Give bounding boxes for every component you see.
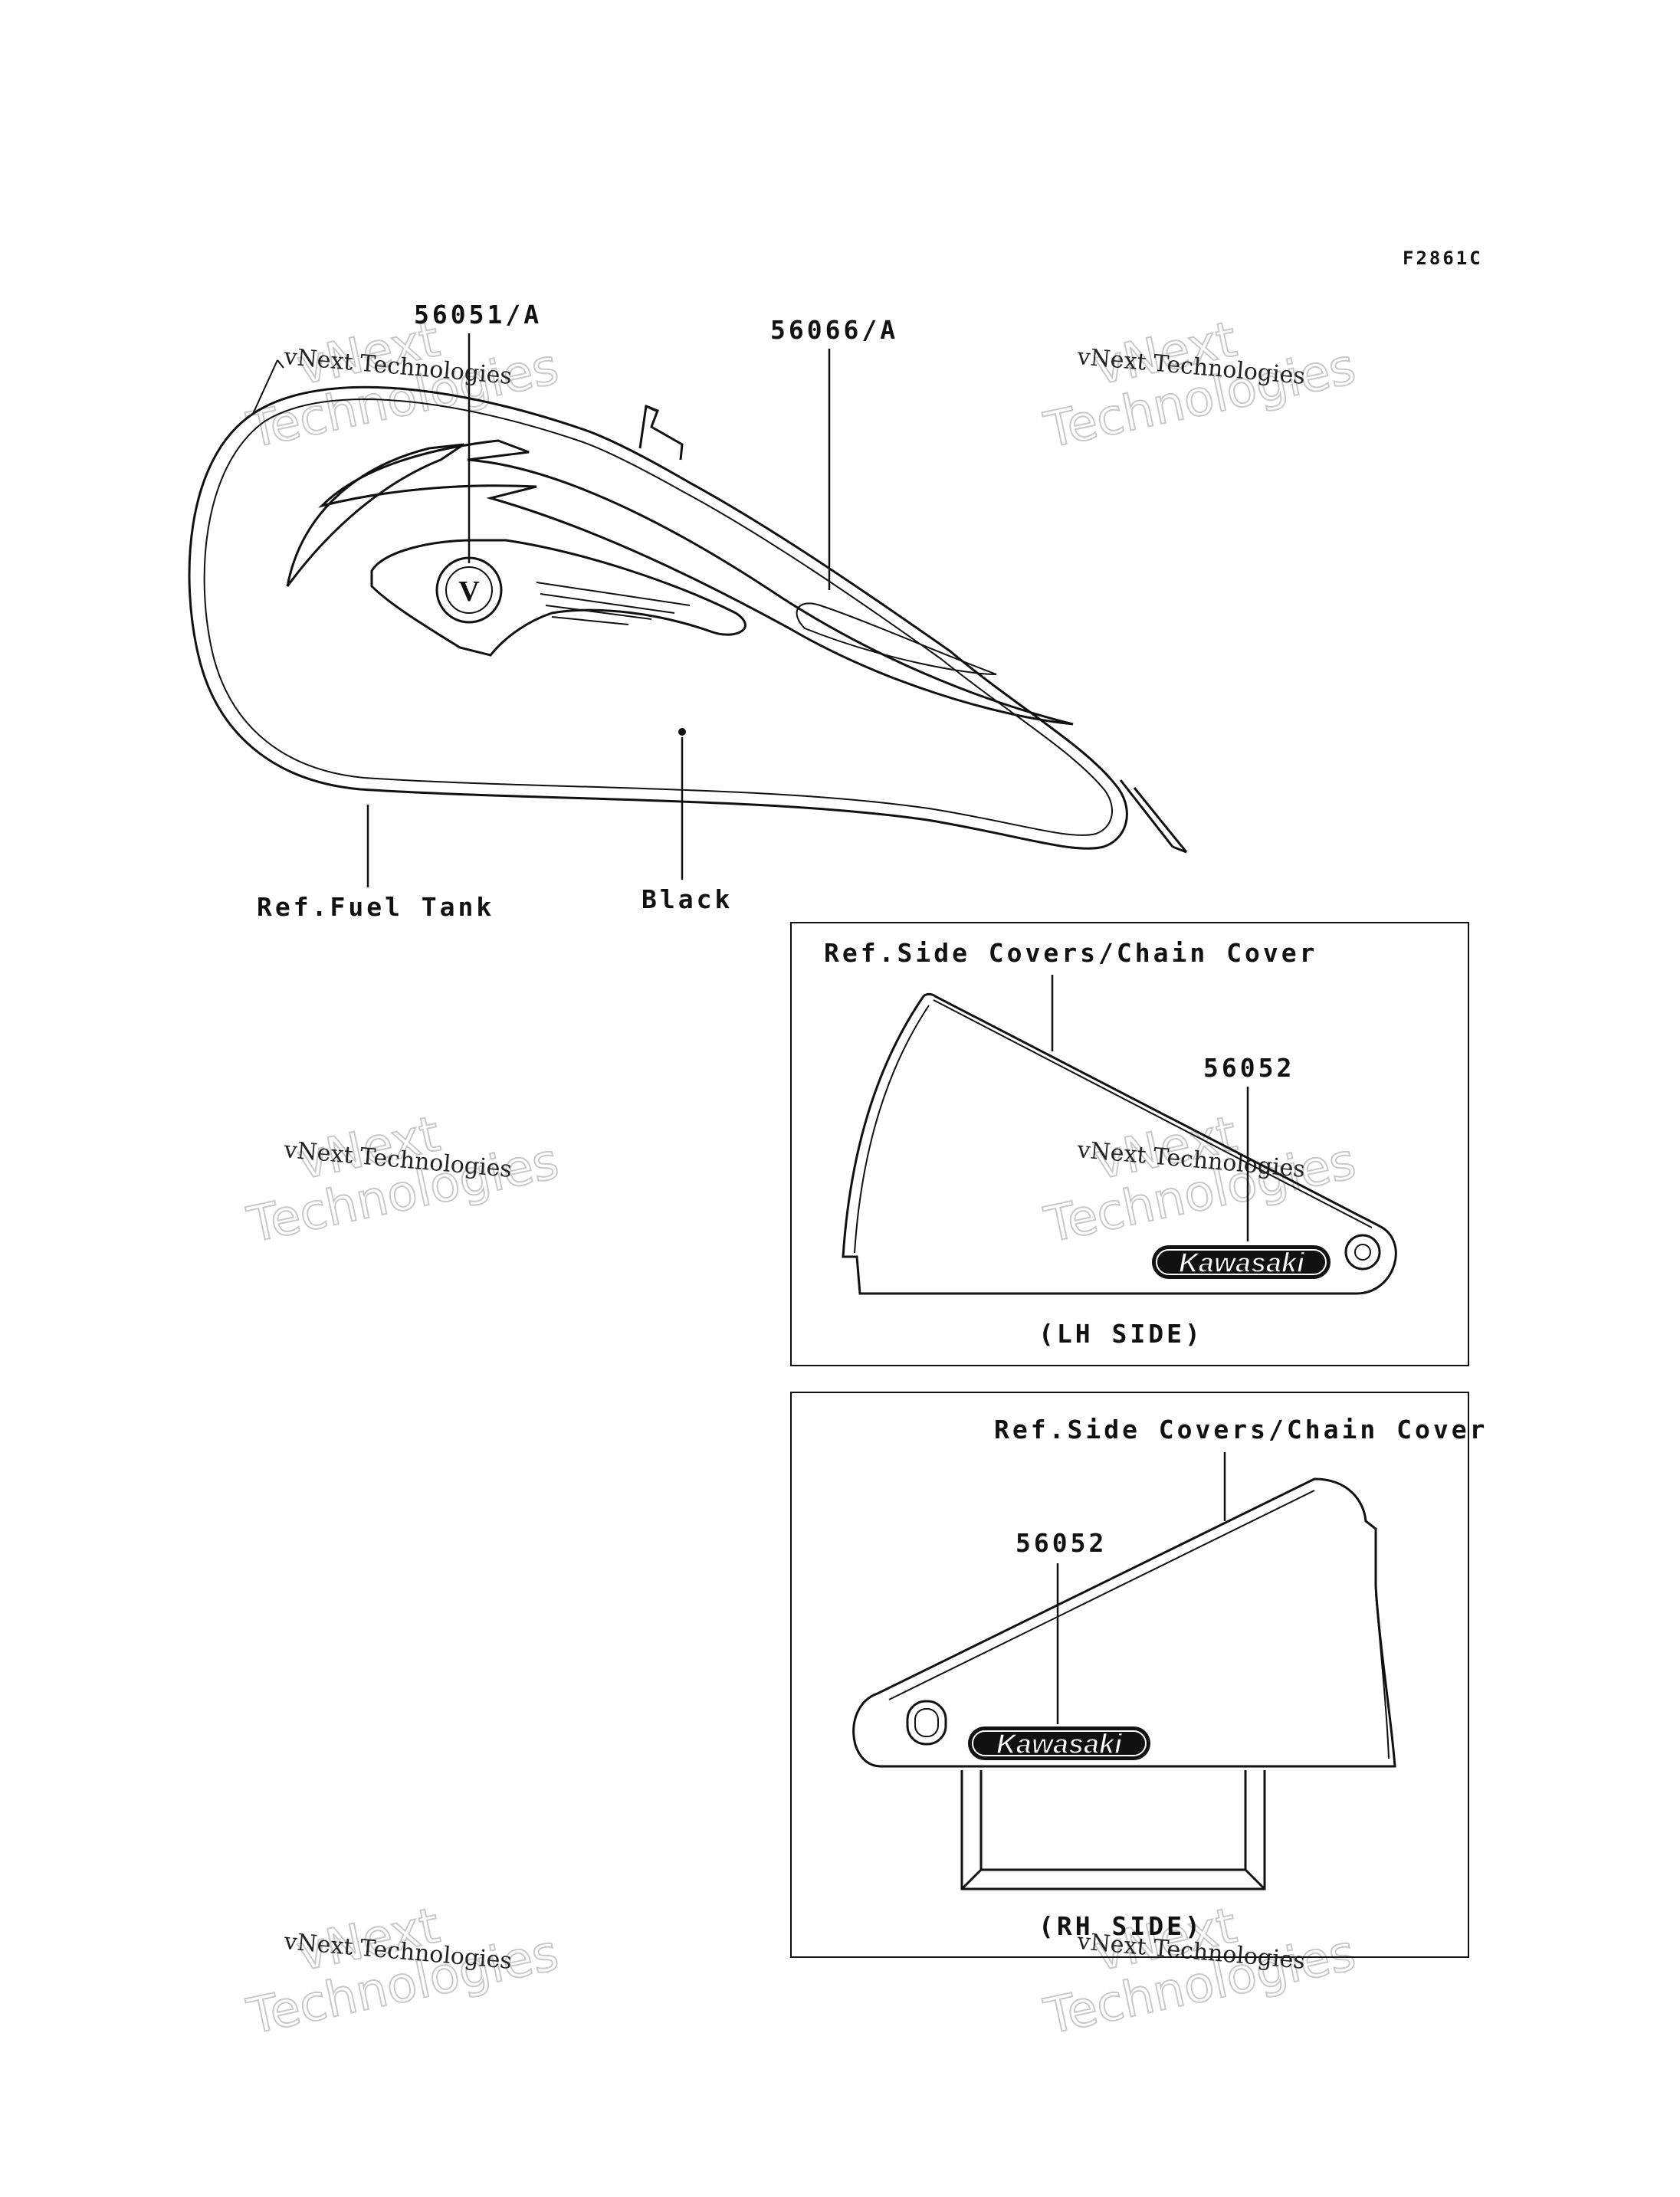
fuel-tank-outline: [188, 385, 1128, 850]
watermark-bottom-right: vNext Technologies vNext Technologies: [1039, 1897, 1361, 2047]
rh-side-cover-inner: [888, 1490, 1390, 1759]
watermark-middle-right: vNext Technologies vNext Technologies: [1039, 1105, 1362, 1255]
rh-kawasaki-badge-inner: [972, 1730, 1147, 1756]
rh-bolt-hole-outer: [906, 1700, 947, 1746]
lh-kawasaki-badge-inner: [1156, 1249, 1327, 1275]
watermark-top-right: vNext Technologies vNext Technologies: [1039, 310, 1361, 461]
lh-bolt-hole-outer: [1344, 1234, 1381, 1271]
lh-kawasaki-logo: Kawasaki: [1179, 1247, 1305, 1278]
lh-side-panel: Ref.Side Covers/Chain Cover Kawasaki 560…: [790, 922, 1469, 1366]
v-emblem-letter: V: [458, 575, 480, 608]
watermark-bottom-left: vNext Technologies vNext Technologies: [241, 1897, 564, 2047]
flame-stripe-loop: [796, 602, 997, 675]
lh-side-caption: (LH SIDE): [1039, 1319, 1203, 1349]
lh-bolt-hole-inner: [1354, 1244, 1371, 1261]
callout-black: Black: [641, 884, 733, 914]
callout-56051a: 56051/A: [414, 300, 542, 330]
fuel-cap: [638, 404, 684, 461]
v-emblem-inner: [445, 566, 493, 614]
rh-side-caption: (RH SIDE): [1039, 1911, 1203, 1941]
rh-kawasaki-logo: Kawasaki: [996, 1728, 1123, 1759]
rh-bolt-hole-inner: [914, 1708, 939, 1737]
rh-lower-bracket: [960, 1770, 1266, 1890]
leader-56051a-tail: [252, 359, 284, 415]
emblem-fins: [536, 582, 691, 625]
figure-code: F2861C: [1403, 248, 1483, 269]
lh-side-cover: [842, 992, 1397, 1295]
callout-fuel-tank: Ref.Fuel Tank: [257, 892, 494, 922]
black-paint-dot: [678, 728, 686, 736]
emblem-plate: [370, 539, 746, 657]
fuel-tank-drawing: V: [188, 385, 1188, 854]
rh-kawasaki-badge: [968, 1726, 1150, 1760]
watermark-middle-left: vNext Technologies vNext Technologies: [242, 1105, 565, 1255]
fuel-tank-rear-tube: [1119, 779, 1188, 854]
lh-kawasaki-badge: [1152, 1245, 1331, 1279]
lh-side-cover-inner: [854, 999, 1373, 1254]
rh-panel-frame: [790, 1392, 1469, 1958]
rh-side-cover: [852, 1477, 1396, 1768]
rh-side-panel: Ref.Side Covers/Chain Cover Kawasaki 560…: [790, 1392, 1488, 1958]
flame-stripe-upper: [318, 439, 1074, 726]
fuel-tank-inner-outline: [203, 398, 1113, 836]
callout-56066a: 56066/A: [770, 315, 898, 345]
rh-cover-ref-label: Ref.Side Covers/Chain Cover: [994, 1415, 1488, 1444]
lh-panel-frame: [790, 922, 1469, 1366]
lh-cover-ref-label: Ref.Side Covers/Chain Cover: [824, 938, 1317, 968]
lh-part-number: 56052: [1203, 1053, 1294, 1083]
rh-part-number: 56052: [1016, 1528, 1107, 1558]
